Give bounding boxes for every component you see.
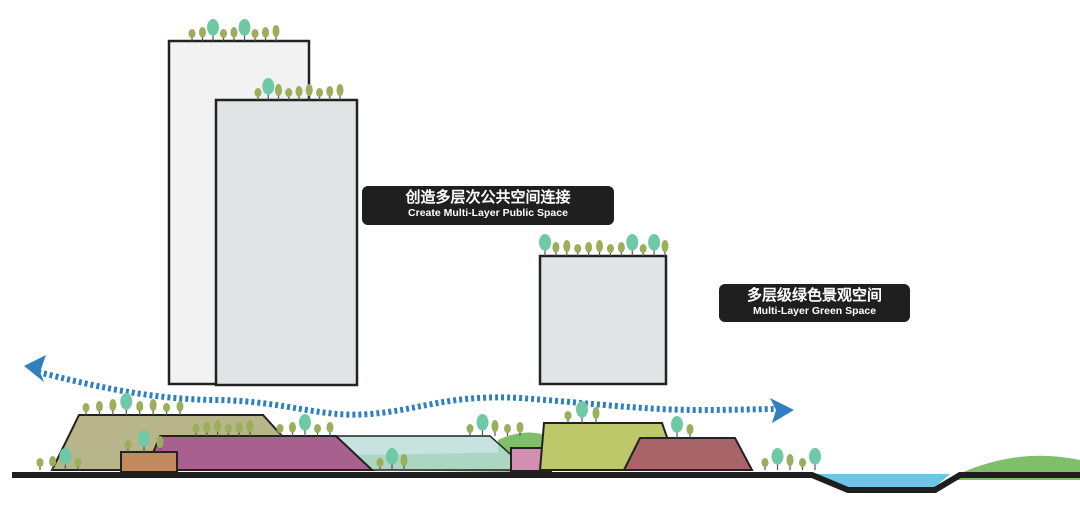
- tree-icon: [235, 422, 243, 436]
- tree-icon: [95, 401, 103, 415]
- tree-icon: [124, 440, 132, 452]
- tree-icon: [564, 411, 572, 423]
- tree-icon: [220, 29, 227, 41]
- tree-icon: [246, 420, 254, 436]
- tree-icon: [671, 416, 683, 438]
- tree-icon: [272, 25, 280, 41]
- tree-icon: [138, 430, 150, 452]
- tree-icon: [199, 27, 206, 41]
- flow-arrow-path: [37, 369, 783, 418]
- tree-icon: [262, 27, 269, 41]
- tree-icon: [809, 448, 821, 470]
- tree-icon: [203, 422, 211, 436]
- tree-icon: [799, 458, 806, 470]
- water-channel: [812, 474, 950, 487]
- tree-icon: [192, 424, 200, 436]
- tree-icon: [238, 19, 251, 41]
- callout-public-space-zh: 创造多层次公共空间连接: [405, 188, 571, 206]
- tree-icon: [574, 244, 582, 256]
- tree-icon: [386, 448, 398, 470]
- tower-front: [214, 98, 359, 387]
- tree-icon: [585, 242, 593, 256]
- tree-icon: [156, 436, 164, 452]
- tree-icon: [648, 234, 661, 256]
- tree-icon: [400, 454, 408, 470]
- tower-right: [538, 254, 668, 386]
- tree-icon: [552, 242, 560, 256]
- tree-icon: [661, 240, 669, 256]
- tree-icon: [491, 420, 499, 436]
- tree-icon: [626, 234, 639, 256]
- ground-line: [12, 472, 1080, 493]
- callout-green-space-en: Multi-Layer Green Space: [752, 305, 877, 317]
- tree-icon: [316, 88, 323, 100]
- tree-icon: [149, 399, 157, 415]
- tree-icon: [295, 86, 303, 100]
- tree-icon: [49, 456, 57, 470]
- tree-icon: [74, 458, 82, 470]
- tree-icon: [299, 414, 311, 436]
- tree-icon: [109, 399, 117, 415]
- flow-arrowhead-right: [770, 398, 794, 423]
- tree-icon: [262, 78, 275, 100]
- flow-arrowhead-left: [24, 355, 46, 382]
- tree-icon: [606, 244, 614, 256]
- tree-icon: [59, 448, 72, 470]
- tree-icon: [504, 424, 511, 436]
- tree-icon: [326, 86, 334, 100]
- tree-icon: [176, 401, 184, 415]
- tree-icon: [336, 84, 344, 100]
- tree-icon: [539, 234, 551, 256]
- tree-icon: [289, 422, 296, 436]
- callout-green-space: 多层级绿色景观空间 Multi-Layer Green Space: [719, 284, 910, 322]
- tree-icon: [516, 422, 524, 436]
- tree-icon: [314, 424, 321, 436]
- tree-icon: [276, 424, 284, 436]
- tree-icon: [163, 403, 171, 415]
- tree-icon: [476, 414, 489, 436]
- tree-icon: [596, 240, 604, 256]
- tree-icon: [326, 422, 334, 436]
- tree-icon: [771, 448, 784, 470]
- tree-icon: [224, 424, 232, 436]
- tree-icon: [230, 27, 238, 41]
- tree-icon: [376, 458, 384, 470]
- tree-icon: [207, 19, 219, 41]
- callout-public-space: 创造多层次公共空间连接 Create Multi-Layer Public Sp…: [362, 186, 614, 225]
- tree-icon: [82, 403, 90, 415]
- tree-icon: [466, 424, 474, 436]
- tree-icon: [275, 84, 282, 100]
- tree-icon: [305, 84, 313, 100]
- tree-icon: [285, 88, 293, 100]
- tree-icon: [36, 458, 44, 470]
- box-brown: [120, 451, 178, 473]
- tree-icon: [251, 29, 259, 41]
- tree-icon: [214, 420, 222, 436]
- tree-icon: [639, 244, 647, 256]
- tree-icon: [786, 454, 794, 470]
- tree-icon: [188, 29, 196, 41]
- podium-rose: [622, 437, 754, 471]
- tree-icon: [136, 401, 144, 415]
- podium-purple: [144, 435, 375, 471]
- tree-icon: [576, 401, 588, 423]
- tree-icon: [761, 458, 769, 470]
- callout-green-space-zh: 多层级绿色景观空间: [746, 286, 882, 304]
- trees: [36, 19, 821, 470]
- tree-icon: [120, 393, 133, 415]
- tree-icon: [686, 424, 694, 438]
- tree-icon: [617, 242, 625, 256]
- tree-icon: [592, 407, 600, 423]
- tree-icon: [254, 88, 262, 100]
- callout-public-space-en: Create Multi-Layer Public Space: [408, 207, 568, 219]
- tree-icon: [563, 240, 571, 256]
